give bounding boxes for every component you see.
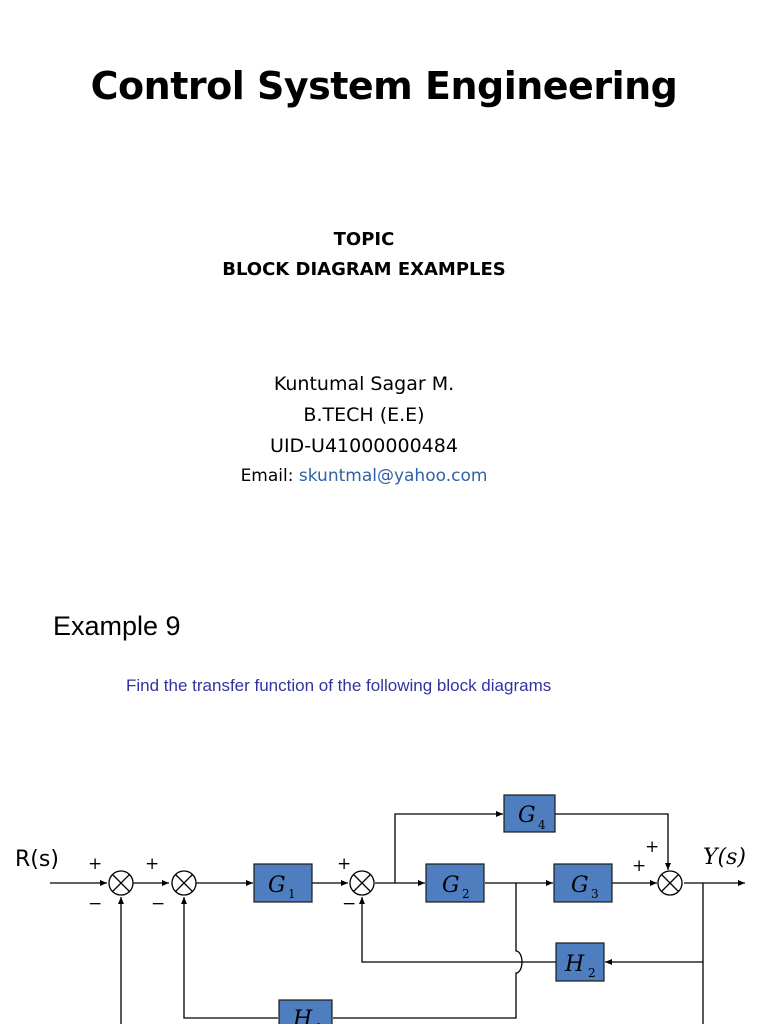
svg-text:2: 2 (462, 887, 470, 901)
author-uid: UID-U41000000484 (270, 435, 458, 457)
sign-plus-1: + (88, 854, 102, 874)
svg-text:1: 1 (288, 887, 296, 901)
output-label: Y(s) (703, 845, 746, 870)
summing-junction-1 (108, 870, 134, 896)
topic-title: BLOCK DIAGRAM EXAMPLES (222, 259, 506, 280)
email-link[interactable]: skuntmal@yahoo.com (298, 466, 488, 486)
svg-text:H: H (564, 952, 585, 977)
author-email: Email: skuntmal@yahoo.com (0, 466, 728, 486)
example-heading: Example 9 (53, 611, 181, 641)
svg-text:G: G (571, 873, 589, 898)
block-h1: H 1 (278, 999, 333, 1024)
svg-text:4: 4 (538, 818, 546, 832)
input-label: R(s) (15, 847, 59, 872)
sign-plus-3: + (337, 854, 351, 874)
email-label: Email: (240, 466, 299, 486)
svg-text:2: 2 (588, 966, 596, 980)
topic-label: TOPIC (333, 229, 395, 250)
author-degree: B.TECH (E.E) (303, 404, 425, 426)
svg-text:3: 3 (591, 887, 599, 901)
block-g4: G 4 (503, 794, 556, 833)
author-name: Kuntumal Sagar M. (273, 373, 455, 395)
block-g1: G 1 (253, 863, 313, 903)
sign-minus-1: − (88, 894, 102, 914)
sign-minus-3: − (342, 894, 356, 914)
block-g3: G 3 (553, 863, 613, 903)
wire-g4-in (394, 811, 503, 883)
svg-text:G: G (518, 803, 536, 828)
wire-h1-in (333, 883, 523, 1019)
block-g2: G 2 (425, 863, 485, 903)
svg-text:H: H (292, 1007, 313, 1024)
svg-text:1: 1 (315, 1021, 323, 1024)
svg-text:G: G (268, 873, 286, 898)
sign-minus-2: − (151, 894, 165, 914)
wire-h2-out (359, 897, 556, 963)
summing-junction-3 (349, 870, 375, 896)
page-title: Control System Engineering (90, 64, 678, 108)
block-h2: H 2 (555, 942, 605, 982)
summing-junction-2 (171, 870, 197, 896)
sign-plus-4b: + (645, 837, 659, 857)
block-diagram: G 1 G 2 G 3 G 4 H 2 H 1 + − + − + − + + … (15, 794, 746, 1024)
sign-plus-2: + (145, 854, 159, 874)
sign-plus-4a: + (632, 856, 646, 876)
summing-junction-4 (657, 870, 683, 896)
wire-h1-out (181, 897, 278, 1019)
wire-g4-out (555, 813, 671, 870)
svg-text:G: G (442, 873, 460, 898)
example-instruction: Find the transfer function of the follow… (126, 676, 552, 695)
